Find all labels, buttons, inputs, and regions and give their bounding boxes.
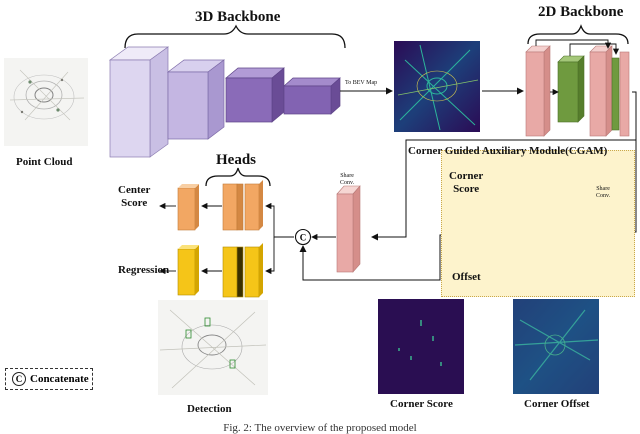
- label-cgam-title: Corner Guided Auxiliary Module(CGAM): [408, 145, 608, 157]
- block-3d-1-side: [149, 46, 169, 158]
- label-3d-backbone: 3D Backbone: [195, 9, 281, 25]
- label-regression: Regression: [118, 264, 170, 276]
- legend-concatenate: C Concatenate: [5, 368, 93, 390]
- point-cloud-image: [4, 58, 88, 146]
- concat-heads-symbol: C: [300, 233, 307, 243]
- label-center-score: Center Score: [118, 184, 151, 209]
- cgam-region: [441, 150, 635, 297]
- head-reg-block-3: [244, 246, 260, 298]
- legend-concat-icon: C: [12, 372, 26, 386]
- label-to-bev: To BEV Map: [345, 80, 378, 86]
- concat-heads: C: [294, 228, 312, 246]
- block-2d-pink-3: [619, 51, 630, 137]
- backbone-2d-blocks: [525, 24, 630, 137]
- block-3d-2-front: [167, 71, 209, 140]
- legend-concat-label: Concatenate: [30, 373, 89, 385]
- link-2d-to-heads: [371, 91, 637, 241]
- head-reg-block-1: [177, 248, 196, 296]
- head-center-block-2: [222, 183, 238, 231]
- head-center-block-1: [177, 187, 196, 231]
- corner-score-image: [378, 299, 464, 394]
- block-3d-4-front: [283, 85, 332, 115]
- label-share-conv: Share Conv.: [340, 173, 355, 186]
- label-corner-score: Corner Score: [390, 398, 453, 410]
- label-offset: Offset: [452, 271, 481, 283]
- block-2d-pink-2: [589, 51, 607, 137]
- corner-offset-image: [513, 299, 599, 394]
- head-center-block-3: [244, 183, 260, 231]
- block-3d-1-front: [109, 59, 151, 158]
- label-corner-score-inner: Corner Score: [449, 170, 484, 195]
- link-cgam-to-concat: [299, 234, 455, 281]
- label-heads: Heads: [216, 152, 257, 168]
- label-corner-offset: Corner Offset: [524, 398, 590, 410]
- label-share-conv-inner: Share Conv.: [596, 186, 611, 199]
- share-conv-block: [311, 185, 361, 273]
- label-2d-backbone: 2D Backbone: [538, 4, 624, 20]
- label-detection: Detection: [187, 403, 232, 415]
- bev-map-image: [394, 41, 480, 132]
- figure-caption: Fig. 2: The overview of the proposed mod…: [223, 422, 417, 434]
- block-3d-3-front: [225, 77, 273, 123]
- heads-blocks: [159, 167, 294, 298]
- block-2d-pink-1: [525, 51, 545, 137]
- block-2d-green-1: [557, 61, 579, 123]
- block-2d-green-2: [611, 57, 620, 131]
- brace-3d: [124, 24, 346, 49]
- detection-image: [158, 300, 268, 395]
- label-point-cloud: Point Cloud: [16, 156, 73, 168]
- head-reg-block-2: [222, 246, 238, 298]
- backbone-3d-blocks: [108, 24, 346, 158]
